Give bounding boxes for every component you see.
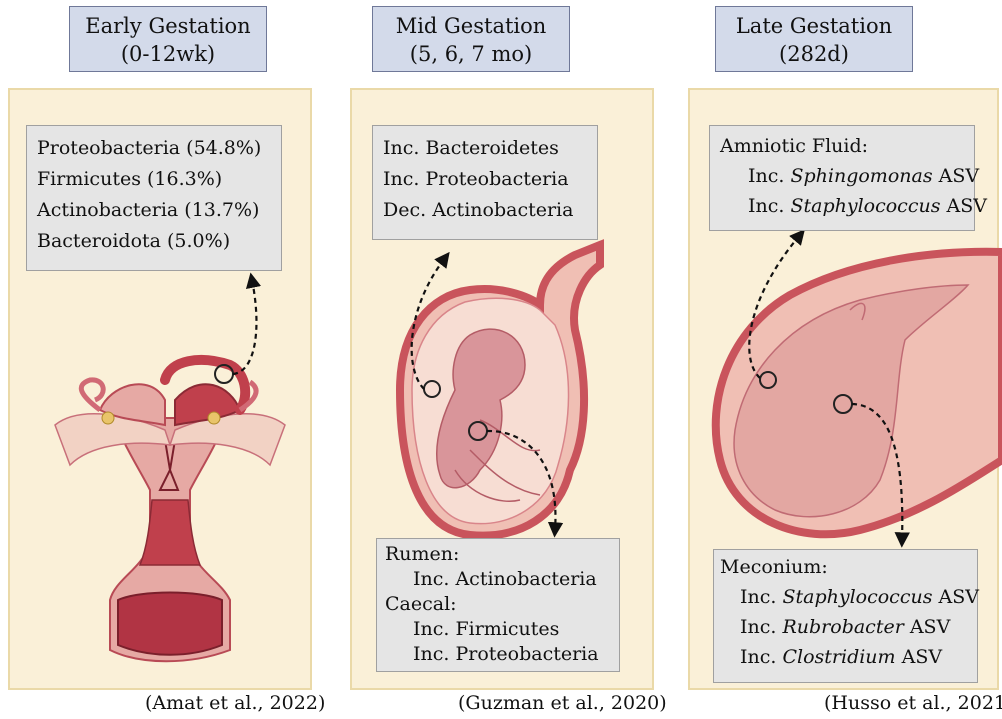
header-subtitle: (0-12wk): [70, 40, 266, 68]
late-citation: (Husso et al., 2021): [824, 690, 1002, 716]
amniotic-item: Inc. Staphylococcus ASV: [720, 191, 964, 221]
header-subtitle: (5, 6, 7 mo): [373, 40, 569, 68]
taxon-line: Actinobacteria (13.7%): [37, 195, 271, 226]
taxon-line: Dec. Actinobacteria: [383, 195, 587, 226]
meconium-item: Inc. Clostridium ASV: [720, 642, 971, 672]
amniotic-fluid-box: Amniotic Fluid: Inc. Sphingomonas ASV In…: [709, 125, 975, 231]
taxon-line: Inc. Proteobacteria: [383, 164, 587, 195]
mid-citation: (Guzman et al., 2020): [458, 690, 667, 716]
rumen-item: Inc. Actinobacteria: [385, 567, 611, 592]
header-title: Early Gestation: [70, 12, 266, 40]
mid-taxa-box: Inc. Bacteroidetes Inc. Proteobacteria D…: [372, 125, 598, 240]
taxon-line: Bacteroidota (5.0%): [37, 226, 271, 257]
caecal-item: Inc. Proteobacteria: [385, 642, 611, 667]
header-title: Mid Gestation: [373, 12, 569, 40]
taxon-line: Proteobacteria (54.8%): [37, 133, 271, 164]
meconium-box: Meconium: Inc. Staphylococcus ASV Inc. R…: [713, 549, 978, 683]
early-gestation-header: Early Gestation (0-12wk): [69, 6, 267, 72]
late-gestation-header: Late Gestation (282d): [715, 6, 913, 72]
meconium-item: Inc. Rubrobacter ASV: [720, 612, 971, 642]
meconium-title: Meconium:: [720, 552, 971, 582]
taxon-line: Inc. Bacteroidetes: [383, 133, 587, 164]
rumen-title: Rumen:: [385, 542, 611, 567]
early-taxa-box: Proteobacteria (54.8%) Firmicutes (16.3%…: [26, 125, 282, 271]
meconium-item: Inc. Staphylococcus ASV: [720, 582, 971, 612]
amniotic-item: Inc. Sphingomonas ASV: [720, 161, 964, 191]
amniotic-title: Amniotic Fluid:: [720, 131, 964, 161]
header-title: Late Gestation: [716, 12, 912, 40]
early-citation: (Amat et al., 2022): [145, 690, 325, 716]
header-subtitle: (282d): [716, 40, 912, 68]
mid-gut-box: Rumen: Inc. Actinobacteria Caecal: Inc. …: [376, 538, 620, 672]
mid-gestation-header: Mid Gestation (5, 6, 7 mo): [372, 6, 570, 72]
caecal-title: Caecal:: [385, 592, 611, 617]
caecal-item: Inc. Firmicutes: [385, 617, 611, 642]
taxon-line: Firmicutes (16.3%): [37, 164, 271, 195]
